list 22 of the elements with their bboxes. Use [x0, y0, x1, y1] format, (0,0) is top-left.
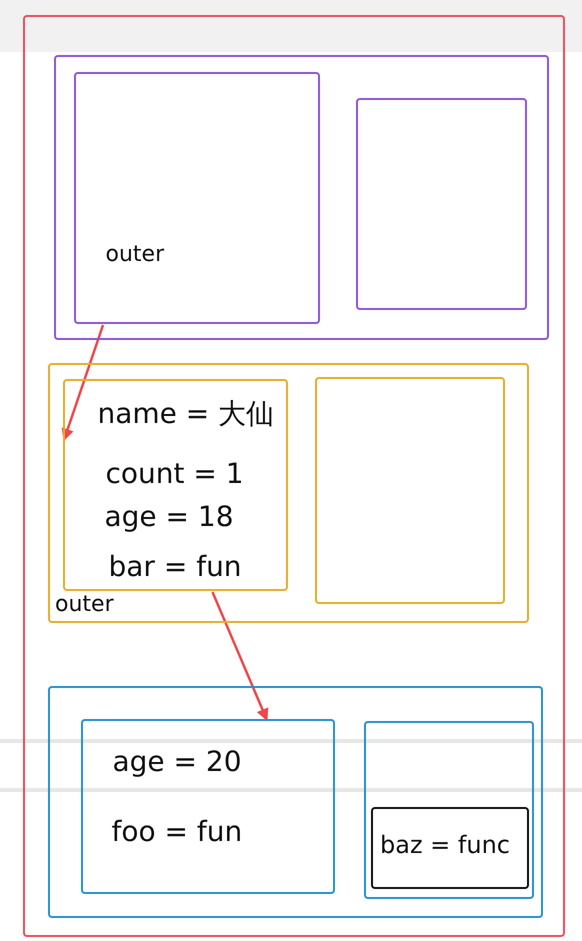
frame-box: [23, 15, 565, 937]
scope-box: [74, 72, 320, 324]
variable-label: bar = fun: [108, 550, 242, 583]
code-box: [370, 806, 528, 888]
scope-box: [54, 54, 548, 340]
scope-label: outer: [55, 592, 114, 618]
scope-box: [63, 379, 288, 591]
variable-label: age = 20: [112, 746, 242, 778]
arrow: [211, 592, 268, 722]
scope-label: outer: [106, 242, 164, 267]
arrow: [62, 324, 104, 442]
scope-box: [48, 686, 542, 918]
scope-box: [315, 377, 505, 604]
variable-label: age = 18: [104, 500, 234, 533]
variable-label: foo = fun: [112, 816, 242, 848]
variable-label: count = 1: [106, 458, 244, 490]
scope-box: [364, 721, 534, 899]
scope-box: [356, 98, 527, 310]
scope-box: [81, 719, 335, 894]
scope-label: baz = func: [380, 832, 510, 860]
variable-label: name = 大仙: [98, 398, 274, 430]
scope-box: [48, 362, 528, 622]
